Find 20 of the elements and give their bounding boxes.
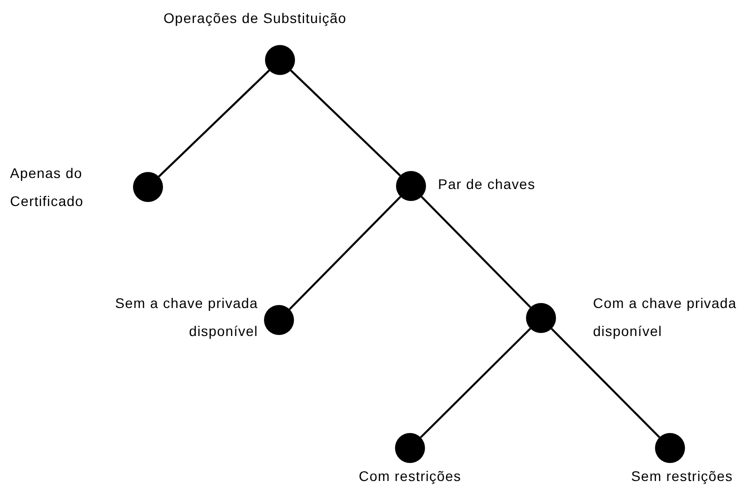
node-circle [133, 172, 163, 202]
connector-line [550, 328, 660, 438]
node-circle [395, 433, 425, 463]
node-circle [264, 305, 294, 335]
connector-line [290, 70, 401, 176]
node-label: Com a chave privada disponível [593, 294, 738, 341]
node-circle [526, 303, 556, 333]
node-circle [265, 45, 295, 75]
connector-line [420, 196, 532, 308]
connector-line [288, 196, 402, 310]
node-label: Apenas do Certificado [10, 164, 85, 211]
connector-line [420, 328, 532, 438]
node-label: Sem a chave privada disponível [114, 294, 258, 341]
node-label: Par de chaves [438, 175, 536, 194]
node-circle [655, 433, 685, 463]
node-label: Sem restrições [631, 467, 733, 486]
node-circle [396, 171, 426, 201]
connector-line [158, 70, 270, 178]
node-label: Operações de Substituição [163, 9, 347, 28]
node-label: Com restrições [358, 467, 462, 486]
